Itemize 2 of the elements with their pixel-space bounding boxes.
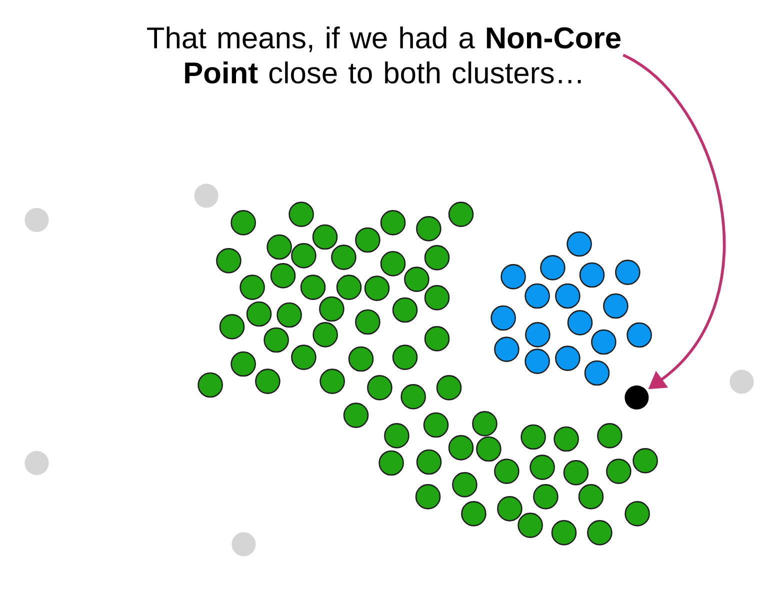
- annotation-text: That means, if we had a Non-Core Point close to both clusters…: [147, 26, 621, 84]
- point: [624, 386, 649, 410]
